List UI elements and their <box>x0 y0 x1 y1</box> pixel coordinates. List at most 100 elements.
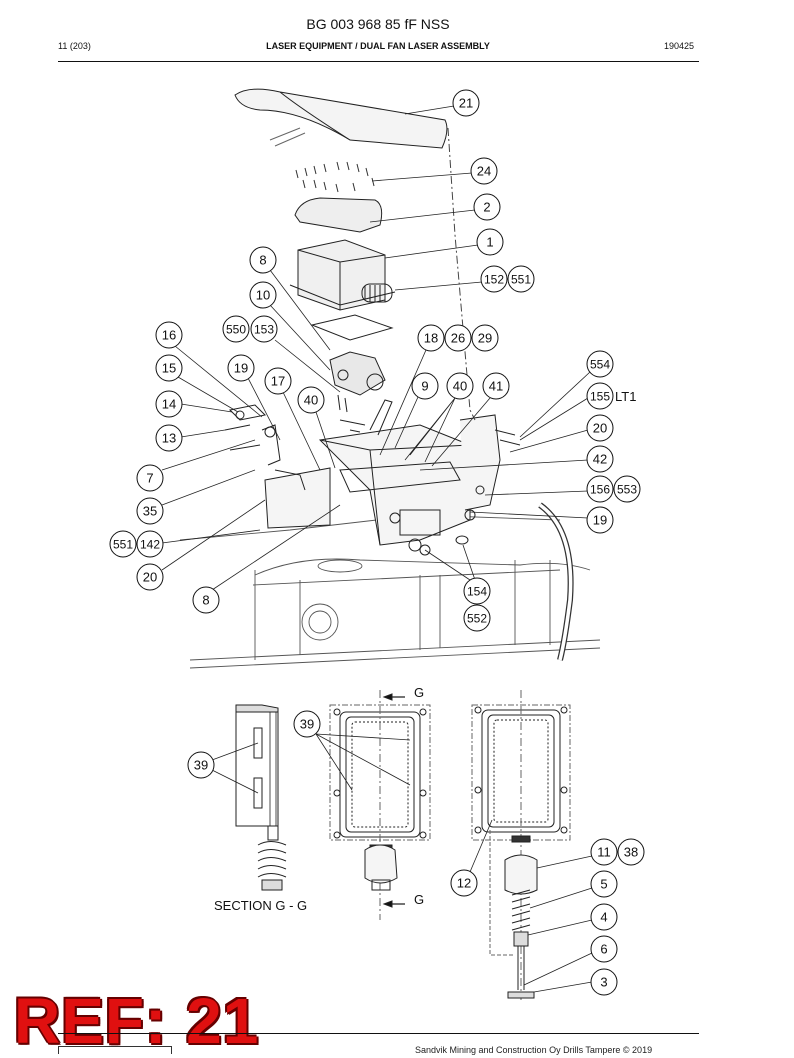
callout-circle <box>446 372 474 400</box>
front-view-right <box>471 690 571 1000</box>
callout-c4: 4 <box>590 903 618 931</box>
callout-circle <box>586 350 614 378</box>
callout-circle <box>444 324 472 352</box>
header-rule <box>58 61 699 62</box>
callout-c40b: 40 <box>297 386 325 414</box>
housing-part <box>289 239 396 341</box>
callout-circle <box>417 324 445 352</box>
callout-label: 39 <box>300 717 314 732</box>
callout-c7: 7 <box>136 464 164 492</box>
callout-circle <box>590 935 618 963</box>
callout-label: 9 <box>421 379 428 394</box>
callout-circle <box>590 903 618 931</box>
footer-rule <box>58 1033 699 1034</box>
callout-label: 21 <box>459 96 473 111</box>
callout-c3: 3 <box>590 968 618 996</box>
callout-circle <box>187 751 215 779</box>
callout-c13: 13 <box>155 424 183 452</box>
callout-c153: 153 <box>250 315 278 343</box>
callout-label: 4 <box>600 910 607 925</box>
callout-c38: 38 <box>617 838 645 866</box>
callout-circle <box>463 604 491 632</box>
callout-label: 5 <box>600 877 607 892</box>
callout-label: 20 <box>593 421 607 436</box>
callout-circle <box>590 968 618 996</box>
callout-circle <box>586 506 614 534</box>
callout-label: 13 <box>162 431 176 446</box>
callout-c553: 553 <box>613 475 641 503</box>
callout-c8b: 8 <box>192 586 220 614</box>
callout-c18: 18 <box>417 324 445 352</box>
callout-c20a: 20 <box>586 414 614 442</box>
callout-circle <box>192 586 220 614</box>
document-title: BG 003 968 85 fF NSS <box>306 16 450 32</box>
drawing-text-lt1: LT1 <box>615 389 636 404</box>
callout-label: 154 <box>467 585 487 599</box>
callout-c11: 11 <box>590 838 618 866</box>
callout-circle <box>470 157 498 185</box>
callout-c19b: 19 <box>586 506 614 534</box>
callout-circle <box>480 265 508 293</box>
callout-label: 8 <box>202 593 209 608</box>
callout-circle <box>590 838 618 866</box>
callout-c551b: 551 <box>109 530 137 558</box>
callout-c551a: 551 <box>507 265 535 293</box>
bracket-assembly <box>224 399 521 556</box>
callout-label: 3 <box>600 975 607 990</box>
callout-circle <box>463 577 491 605</box>
callout-label: 19 <box>234 361 248 376</box>
callout-c10: 10 <box>249 281 277 309</box>
callout-c6: 6 <box>590 935 618 963</box>
callout-label: 15 <box>162 361 176 376</box>
callout-label: 20 <box>143 570 157 585</box>
callout-label: 552 <box>467 612 487 626</box>
callout-circle <box>476 228 504 256</box>
callout-label: 40 <box>453 379 467 394</box>
callout-c17: 17 <box>264 367 292 395</box>
callout-c26: 26 <box>444 324 472 352</box>
callout-c39a: 39 <box>293 710 321 738</box>
callout-c41: 41 <box>482 372 510 400</box>
callout-circle <box>136 563 164 591</box>
callout-circle <box>136 497 164 525</box>
callout-circle <box>613 475 641 503</box>
callout-label: 551 <box>511 273 531 287</box>
callout-circle <box>617 838 645 866</box>
callout-label: 1 <box>486 235 493 250</box>
callout-circle <box>109 530 137 558</box>
callout-label: 550 <box>226 323 246 337</box>
callout-c20b: 20 <box>136 563 164 591</box>
callout-circle <box>507 265 535 293</box>
document-date: 190425 <box>664 41 695 51</box>
front-view-middle <box>329 690 431 920</box>
callout-c8a: 8 <box>249 246 277 274</box>
callout-circle <box>586 445 614 473</box>
callout-c15: 15 <box>155 354 183 382</box>
callout-label: 41 <box>489 379 503 394</box>
callout-label: 156 <box>590 483 610 497</box>
callout-label: 153 <box>254 323 274 337</box>
callout-label: 38 <box>624 845 638 860</box>
callout-circle <box>586 382 614 410</box>
callout-circle <box>473 193 501 221</box>
callout-c142: 142 <box>136 530 164 558</box>
callout-circle <box>136 530 164 558</box>
callout-circle <box>249 246 277 274</box>
callout-c5: 5 <box>590 870 618 898</box>
callout-label: 8 <box>259 253 266 268</box>
callout-label: 39 <box>194 758 208 773</box>
logo-strip <box>58 1046 172 1054</box>
callout-c9: 9 <box>411 372 439 400</box>
callout-c24: 24 <box>470 157 498 185</box>
callout-c2: 2 <box>473 193 501 221</box>
laser-unit <box>329 351 386 413</box>
callout-label: 29 <box>478 331 492 346</box>
callout-label: 155 <box>590 390 610 404</box>
page-number: 11 (203) <box>58 41 91 51</box>
callout-label: 24 <box>477 164 491 179</box>
drawing-text-g-top: G <box>414 685 424 700</box>
callout-c12: 12 <box>450 869 478 897</box>
callout-c1: 1 <box>476 228 504 256</box>
